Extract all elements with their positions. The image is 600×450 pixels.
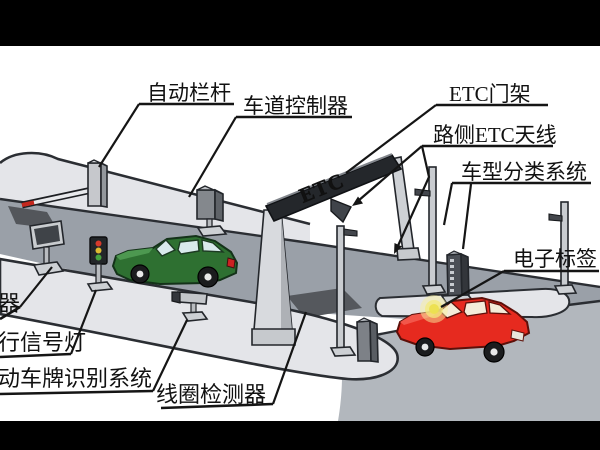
gantry-beam-top-edge: [266, 153, 393, 205]
pointer-toll-display: [19, 266, 53, 308]
red-car-rear-hub: [490, 348, 498, 356]
signal-yellow: [95, 247, 102, 254]
pointer-lane-controller: [188, 116, 237, 198]
barrier-post-side: [100, 161, 108, 208]
label-lane-controller: 车道控制器: [243, 94, 348, 118]
green-car-windshield: [155, 239, 177, 257]
barrier-arm-red-tip: [21, 200, 35, 207]
signal-red: [95, 240, 102, 247]
green-car: [111, 234, 239, 288]
etc-gantry: ETC: [251, 153, 421, 346]
red-car: [395, 295, 531, 363]
labels: 自动栏杆 车道控制器 ETC门架 路侧ETC天线 车型分类系统 电子标签 器 行…: [0, 81, 597, 407]
pointer-lines: [0, 102, 599, 410]
label-roadside-antenna: 路侧ETC天线: [433, 123, 557, 147]
tower-top: [446, 250, 469, 258]
gantry-left-pillar-shade: [281, 210, 292, 330]
label-electronic-tag: 电子标签: [513, 247, 597, 271]
island-bollard: [356, 317, 379, 363]
tower-sensor-windows: [450, 259, 454, 292]
right-pole-base: [553, 284, 578, 295]
bollard-front: [356, 320, 372, 362]
pointer-electronic-tag: [440, 270, 505, 308]
mid-pole: [336, 225, 345, 351]
arrowhead-antenna-a: [352, 196, 363, 206]
display-base: [32, 261, 65, 276]
red-car-front-hub: [421, 343, 429, 351]
label-toll-display-cut: 器: [0, 291, 20, 316]
barrier-post: [87, 162, 102, 207]
gantry-right-base: [396, 247, 421, 261]
gantry-left-base: [251, 328, 296, 346]
label-plate-recognition-cut: 动车牌识别系统: [0, 366, 152, 391]
bollard-side: [369, 319, 379, 363]
automatic-barrier: [21, 159, 108, 209]
green-car-front-window: [177, 239, 200, 255]
camera-base: [181, 311, 209, 322]
letterbox-bottom: [0, 421, 600, 450]
traffic-signal-light: [86, 236, 114, 292]
far-island-curb: [0, 151, 311, 226]
tall-pole: [428, 166, 437, 289]
lane-controller-box-top: [196, 185, 224, 195]
camera-body: [177, 291, 208, 305]
label-signal-light-cut: 行信号灯: [0, 330, 86, 355]
mid-sensor-pole: [329, 225, 358, 357]
camera-lens: [171, 291, 181, 304]
pointer-roadside-antenna-b: [395, 145, 431, 249]
label-auto-barrier: 自动栏杆: [147, 81, 231, 105]
arrowhead-antenna-b: [394, 243, 402, 254]
signal-pole: [95, 263, 102, 286]
pointer-classification-b: [461, 183, 473, 250]
green-car-front-hub: [136, 270, 144, 278]
green-car-rear-hub: [204, 273, 212, 281]
plate-recognition-camera: [171, 291, 209, 322]
green-car-rear-window: [201, 239, 225, 253]
green-car-taillight: [226, 257, 236, 269]
far-island: [0, 153, 310, 246]
tower-front: [446, 253, 463, 299]
letterbox-top: [0, 0, 600, 46]
pointer-classification-a: [442, 182, 454, 226]
green-car-hood-highlight: [116, 248, 153, 260]
label-loop-detector: 线圈检测器: [156, 382, 266, 407]
right-pole-sensor-arm: [548, 213, 563, 222]
lane-controller-unit: [196, 185, 228, 237]
red-car-front-window: [463, 300, 488, 317]
pointer-auto-barrier: [98, 103, 140, 168]
underline-toll-display: [0, 305, 21, 321]
signal-base: [86, 281, 114, 292]
pointer-loop-detector: [271, 311, 308, 405]
roadside-antenna-unit: [330, 197, 352, 224]
underline-plate-recognition: [0, 389, 154, 396]
lane-controller-box: [196, 189, 216, 220]
red-car-taillight: [510, 329, 525, 342]
pointer-roadside-antenna-a: [357, 145, 423, 202]
right-pole: [560, 201, 569, 289]
toll-display-board: [29, 220, 65, 276]
bollard-top: [356, 317, 378, 325]
electronic-tag-glow: [420, 295, 448, 323]
lane-controller-base: [196, 225, 228, 237]
gantry-beam: [264, 154, 403, 223]
red-car-rear-window: [488, 301, 512, 315]
label-etc-gantry: ETC门架: [449, 82, 531, 106]
label-classification: 车型分类系统: [461, 160, 587, 184]
barrier-post-top: [87, 159, 108, 167]
underline-loop-detector: [160, 402, 274, 410]
mid-pole-sensor: [343, 228, 358, 237]
pointer-etc-gantry: [345, 104, 437, 174]
pointer-plate-recognition: [152, 319, 188, 392]
pointer-signal-light: [69, 289, 98, 355]
display-screen: [34, 225, 60, 245]
lane-controller-box-side: [214, 188, 224, 223]
mid-pole-base: [329, 346, 357, 357]
tall-pole-base: [421, 284, 447, 295]
signal-green: [95, 254, 102, 261]
underline-signal-light: [0, 352, 72, 359]
barrier-arm: [24, 188, 91, 207]
right-sensor-pole: [548, 201, 578, 295]
